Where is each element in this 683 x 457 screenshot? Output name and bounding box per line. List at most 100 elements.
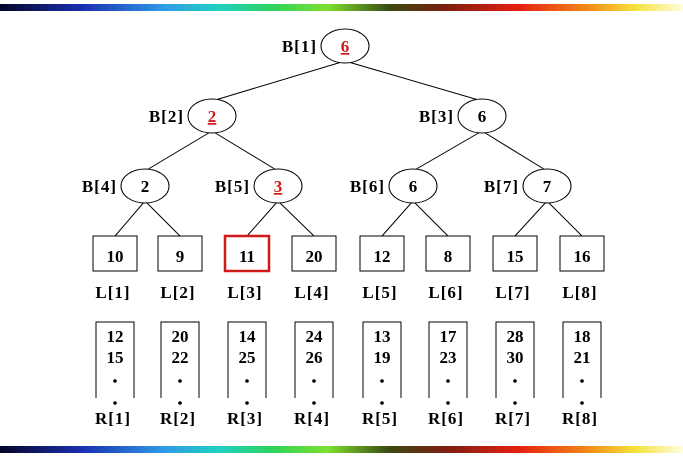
run-label: R[1]: [95, 409, 131, 428]
tree-node-circle: [187, 98, 237, 134]
tree-node-value: 6: [341, 37, 350, 56]
run-bracket: [160, 321, 200, 398]
tree-edge: [144, 130, 213, 172]
run-value: 14: [239, 327, 257, 346]
run-dot: [446, 401, 450, 405]
tree-edge: [211, 60, 346, 102]
tree-node-label: B[3]: [419, 107, 454, 126]
leaf-box: [291, 235, 337, 272]
run-bracket: [294, 321, 334, 398]
leaf-label: L[5]: [362, 283, 397, 302]
leaf-box: [359, 235, 405, 272]
run-label: R[7]: [495, 409, 531, 428]
run-dot: [178, 379, 182, 383]
run-label: R[2]: [160, 409, 196, 428]
leaf-edge: [412, 200, 449, 237]
leaf-edge: [277, 200, 315, 237]
tree-edge: [344, 60, 483, 102]
tree-node-circle: [320, 28, 370, 64]
run-dot: [580, 401, 584, 405]
tree-node-label: B[5]: [215, 177, 250, 196]
run-dot: [380, 379, 384, 383]
tree-edge: [481, 130, 548, 172]
run-value: 19: [374, 348, 391, 367]
run-dot: [446, 379, 450, 383]
run-value: 12: [107, 327, 124, 346]
run-label: R[5]: [362, 409, 398, 428]
leaf-box: [157, 235, 203, 272]
leaf-value: 9: [176, 247, 185, 266]
tree-node-label: B[4]: [82, 177, 117, 196]
run-value: 28: [507, 327, 524, 346]
leaf-label: L[8]: [562, 283, 597, 302]
tree-node-circle: [522, 168, 572, 204]
rainbow-bar-bottom: [0, 446, 683, 453]
tree-edge: [211, 130, 279, 172]
leaf-value: 10: [107, 247, 124, 266]
leaf-label: L[7]: [495, 283, 530, 302]
tree-node-label: B[7]: [484, 177, 519, 196]
run-dot: [312, 401, 316, 405]
tree-node-circle: [457, 98, 507, 134]
leaf-label: L[3]: [227, 283, 262, 302]
leaf-box: [492, 235, 538, 272]
run-dot: [380, 401, 384, 405]
run-label: R[4]: [294, 409, 330, 428]
tree-node-label: B[6]: [350, 177, 385, 196]
tree-node-circle: [388, 168, 438, 204]
run-value: 21: [574, 348, 591, 367]
tree-node-circle: [253, 168, 303, 204]
run-bracket: [562, 321, 602, 398]
tree-node-value: 3: [274, 177, 283, 196]
leaf-edge: [546, 200, 583, 237]
leaf-label: L[2]: [160, 283, 195, 302]
run-dot: [113, 401, 117, 405]
leaf-box: [223, 234, 271, 273]
run-dot: [513, 401, 517, 405]
run-dot: [113, 379, 117, 383]
tree-node-value: 6: [409, 177, 418, 196]
leaf-value: 15: [507, 247, 524, 266]
run-dot: [245, 401, 249, 405]
run-value: 22: [172, 348, 189, 367]
run-value: 17: [440, 327, 458, 346]
tree-node-label: B[2]: [149, 107, 184, 126]
leaf-label: L[1]: [95, 283, 130, 302]
run-value: 20: [172, 327, 189, 346]
tree-node-label: B[1]: [282, 37, 317, 56]
leaf-box: [559, 235, 605, 272]
run-dot: [312, 379, 316, 383]
run-dot: [513, 379, 517, 383]
run-value: 25: [239, 348, 256, 367]
leaf-edge: [144, 200, 181, 237]
tree-node-circle: [120, 168, 170, 204]
run-value: 15: [107, 348, 124, 367]
run-label: R[3]: [227, 409, 263, 428]
leaf-value: 11: [239, 247, 255, 266]
leaf-box: [425, 235, 471, 272]
run-bracket: [227, 321, 267, 398]
run-value: 24: [306, 327, 324, 346]
run-label: R[6]: [428, 409, 464, 428]
leaf-label: L[4]: [294, 283, 329, 302]
run-value: 18: [574, 327, 591, 346]
tree-node-value: 2: [208, 107, 217, 126]
run-bracket: [428, 321, 468, 398]
run-value: 23: [440, 348, 457, 367]
leaf-edge: [381, 200, 414, 237]
leaf-box: [92, 235, 138, 272]
leaf-value: 20: [306, 247, 323, 266]
leaf-value: 16: [574, 247, 591, 266]
run-dot: [178, 401, 182, 405]
run-bracket: [95, 321, 135, 398]
run-dot: [245, 379, 249, 383]
tree-node-value: 7: [543, 177, 552, 196]
run-dot: [580, 379, 584, 383]
tree-node-value: 6: [478, 107, 487, 126]
leaf-edge: [114, 200, 146, 237]
leaf-edge: [514, 200, 548, 237]
tree-edge: [412, 130, 483, 172]
run-bracket: [495, 321, 535, 398]
leaf-edge: [246, 200, 279, 237]
